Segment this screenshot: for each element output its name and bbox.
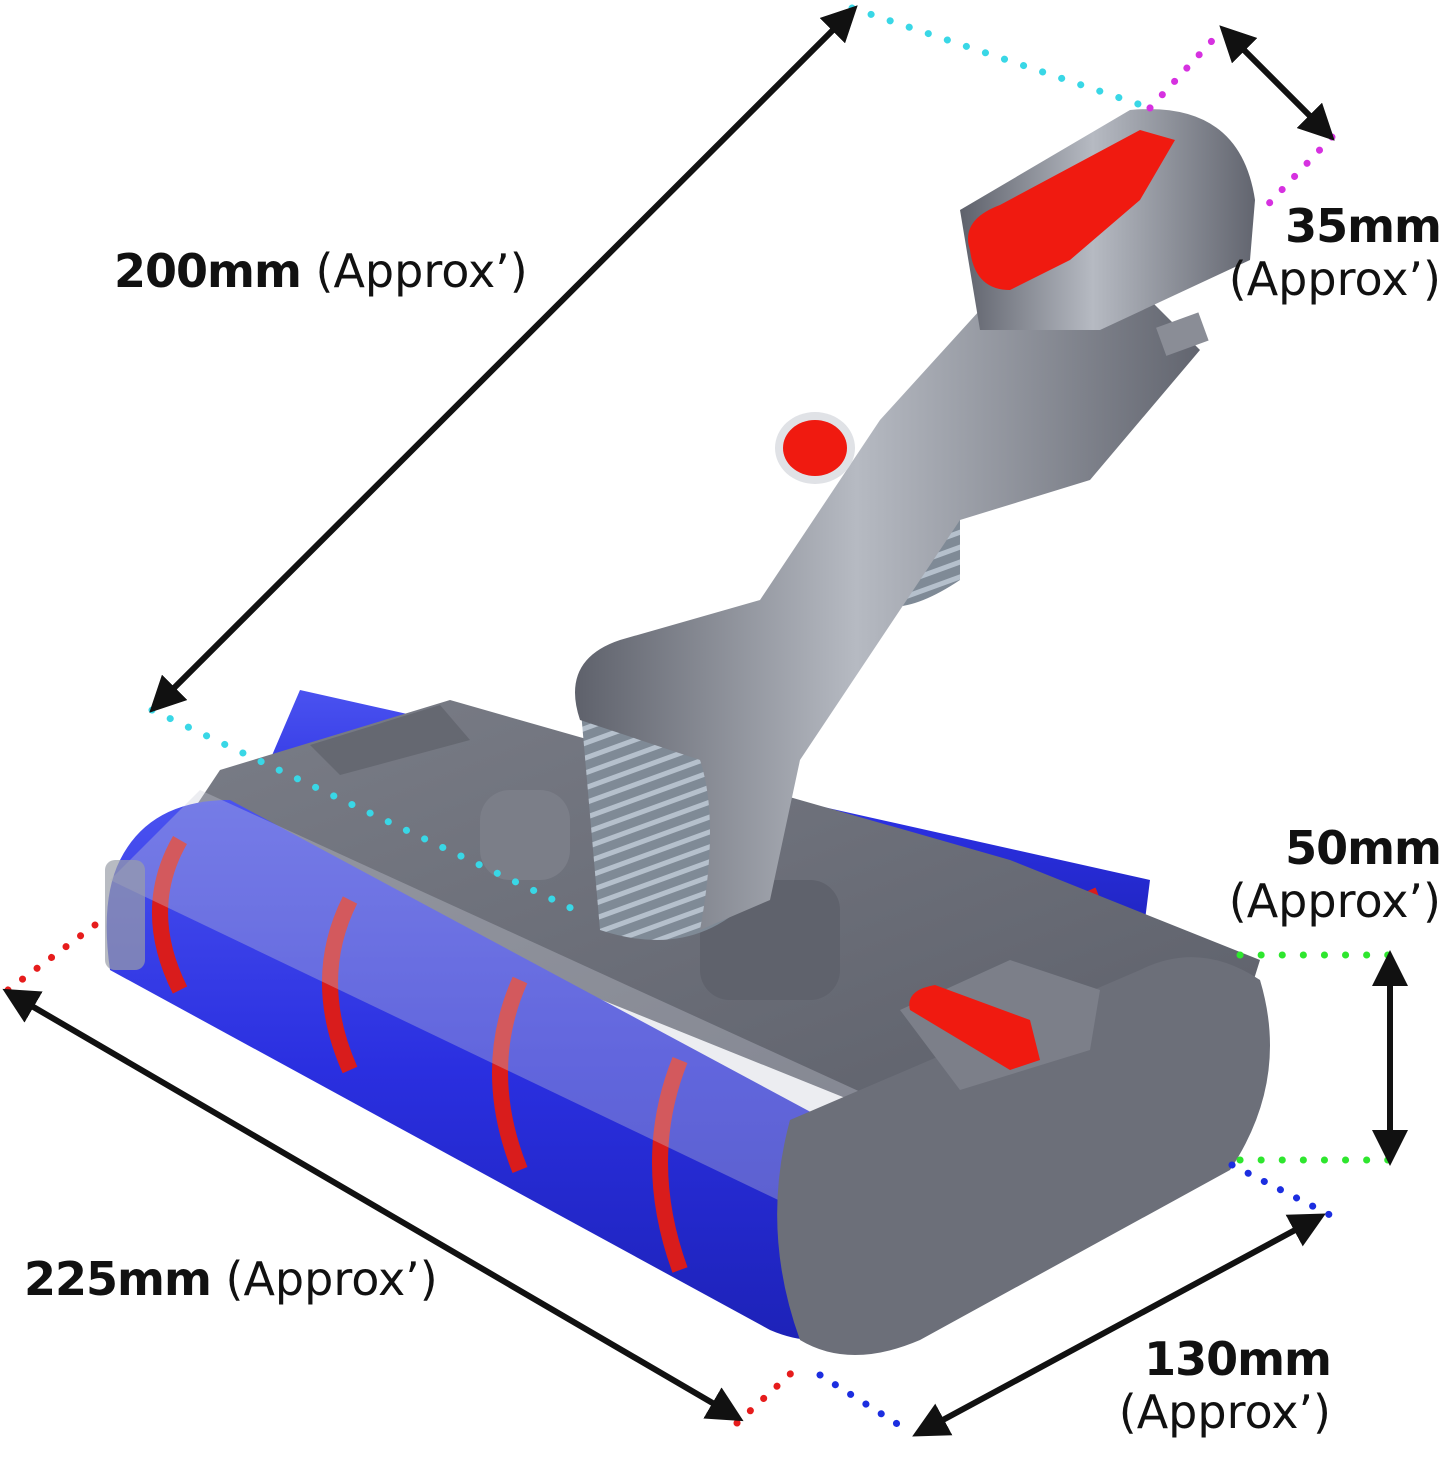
depth-qualifier: (Approx’) <box>1118 1384 1331 1439</box>
diameter-value: 35mm <box>1285 199 1442 253</box>
length-label: 200mm (Approx’) <box>114 245 528 298</box>
width-label: 225mm (Approx’) <box>24 1253 438 1306</box>
power-button-icon <box>783 420 847 476</box>
depth-value: 130mm <box>1144 1332 1332 1386</box>
diameter-arrow <box>1219 25 1335 141</box>
width-qualifier: (Approx’) <box>225 1252 438 1306</box>
width-arrow <box>2 988 744 1422</box>
end-cap <box>777 957 1270 1355</box>
release-button-icon <box>909 985 1040 1070</box>
length-arrow <box>149 5 858 713</box>
latch-button-icon <box>968 130 1175 290</box>
diameter-qualifier: (Approx’) <box>1228 251 1441 306</box>
height-qualifier: (Approx’) <box>1228 873 1441 928</box>
height-value: 50mm <box>1285 821 1442 875</box>
depth-arrow <box>912 1213 1326 1437</box>
diameter-label: 35mm (Approx’) <box>1228 199 1442 306</box>
height-label: 50mm (Approx’) <box>1228 821 1442 928</box>
length-qualifier: (Approx’) <box>315 244 528 298</box>
depth-label: 130mm (Approx’) <box>1118 1332 1332 1439</box>
dimension-guides <box>4 4 1394 1436</box>
width-value: 225mm <box>24 1252 212 1306</box>
dimension-arrows <box>2 5 1408 1437</box>
length-value: 200mm <box>114 244 302 298</box>
